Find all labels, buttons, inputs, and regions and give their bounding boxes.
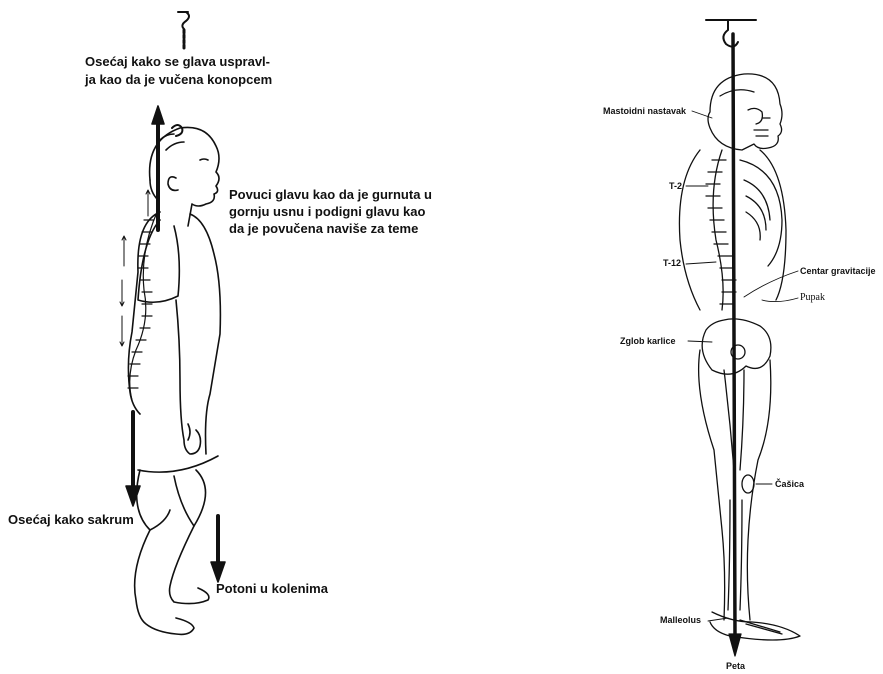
right-figure xyxy=(679,20,800,656)
label-navel: Pupak xyxy=(800,292,825,303)
chin-caption-line1: Povuci glavu kao da je gurnuta u xyxy=(229,187,432,203)
label-t12: T-12 xyxy=(663,258,681,268)
label-malleolus: Malleolus xyxy=(660,615,701,625)
label-center-of-gravity: Centar gravitacije xyxy=(800,266,876,276)
plumb-line xyxy=(733,34,735,638)
label-hip-joint: Zglob karlice xyxy=(620,336,676,346)
kneecap xyxy=(742,475,754,493)
skeleton-legs xyxy=(699,350,800,640)
knee-caption: Potoni u kolenima xyxy=(216,581,328,597)
label-mastoid: Mastoidni nastavak xyxy=(603,106,686,116)
label-heel: Peta xyxy=(726,661,745,671)
head-caption-line1: Osećaj kako se glava uspravl- xyxy=(85,54,270,70)
legs xyxy=(135,470,209,634)
chin-caption-line2: gornju usnu i podigni glavu kao xyxy=(229,204,425,220)
torso xyxy=(128,212,220,472)
head-caption-line2: ja kao da je vučena konopcem xyxy=(85,72,272,88)
pelvis xyxy=(702,319,771,374)
up-arrow xyxy=(152,106,182,230)
chin-caption-line3: da je povučena naviše za teme xyxy=(229,221,418,237)
left-figure xyxy=(120,12,225,634)
sacrum-arrow xyxy=(126,412,140,506)
hook-icon xyxy=(178,12,189,50)
skeleton-spine xyxy=(706,150,736,310)
sacrum-caption: Osećaj kako sakrum xyxy=(8,512,134,528)
knee-arrow xyxy=(211,516,225,582)
label-t2: T-2 xyxy=(669,181,682,191)
plumb-hook-icon xyxy=(723,20,738,47)
label-kneecap: Čašica xyxy=(775,479,804,489)
spine xyxy=(128,210,158,400)
skull xyxy=(708,74,782,150)
